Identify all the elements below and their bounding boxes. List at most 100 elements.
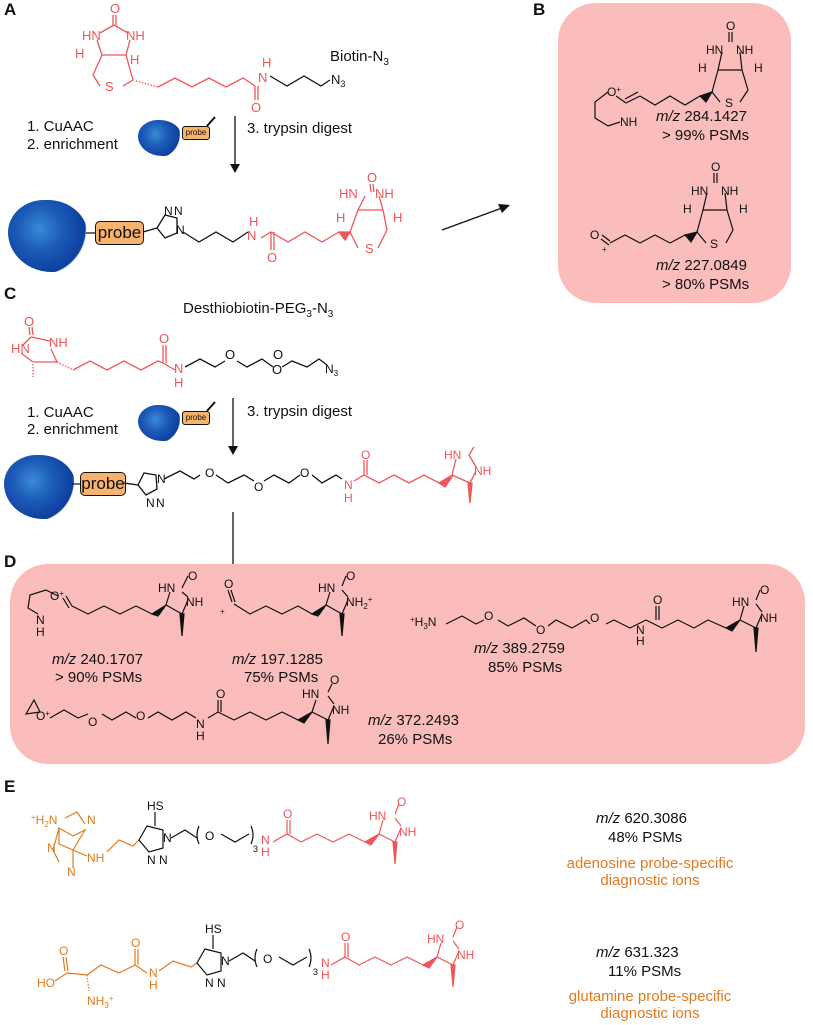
atom-o: O bbox=[361, 448, 370, 462]
atom-o: O bbox=[536, 623, 545, 637]
atom-n: N bbox=[205, 976, 214, 990]
atom-o: O bbox=[110, 1, 120, 16]
atom-nh: NH bbox=[474, 464, 491, 478]
atom-n: N bbox=[221, 954, 230, 968]
atom-o: O bbox=[251, 100, 261, 115]
atom-o: O bbox=[273, 347, 283, 362]
atom-h: H bbox=[196, 729, 205, 743]
atom-o: O bbox=[224, 577, 233, 591]
atom-h: H bbox=[321, 968, 330, 982]
atom-h: H bbox=[336, 210, 345, 225]
probe-tag-small: probe bbox=[182, 411, 210, 425]
atom-n: N bbox=[247, 228, 256, 243]
atom-h: H bbox=[130, 52, 139, 67]
panel-b-box bbox=[558, 3, 791, 303]
atom-o: O bbox=[367, 170, 377, 185]
desthiobiotin-peg3-n3-structure: O HN NH O N H O O O N3 bbox=[11, 314, 339, 390]
step-trypsin-a: 3. trypsin digest bbox=[247, 120, 353, 137]
probe-tag: probe bbox=[80, 472, 126, 496]
arrow-down-c bbox=[228, 398, 238, 455]
atom-hn: HN bbox=[318, 581, 335, 595]
ion-psm-284: > 99% PSMs bbox=[662, 127, 750, 144]
atom-n: N bbox=[636, 623, 645, 637]
atom-h: H bbox=[344, 491, 353, 505]
protein-icon bbox=[4, 455, 76, 519]
atom-hn: HN bbox=[82, 28, 101, 43]
ion-psm-631: 11% PSMs bbox=[608, 963, 682, 980]
panel-label-e: E bbox=[4, 777, 16, 796]
atom-nh: NH bbox=[760, 611, 777, 625]
protein-icon-small bbox=[138, 120, 182, 156]
ion-psm-240: > 90% PSMs bbox=[55, 669, 143, 686]
step-enrichment-c: 2. enrichment bbox=[27, 421, 118, 438]
atom-hn: HN bbox=[732, 595, 749, 609]
atom-nh: NH bbox=[399, 825, 416, 839]
adenosine-probe-ion-structure: +H2N N N N NH HS N N N O 3 N H O O HN NH bbox=[31, 795, 416, 879]
atom-nh: NH bbox=[375, 186, 394, 201]
atom-hn: HN bbox=[369, 809, 386, 823]
atom-h: H bbox=[149, 978, 158, 992]
atom-o: O bbox=[341, 930, 350, 944]
atom-ho: HO bbox=[37, 976, 55, 990]
atom-hn: HN bbox=[691, 184, 708, 198]
repeat-count: 3 bbox=[253, 844, 258, 854]
atom-hn: HN bbox=[11, 341, 30, 356]
atom-n: N bbox=[196, 717, 205, 731]
atom-o: O bbox=[131, 936, 140, 950]
atom-n: N bbox=[261, 833, 270, 847]
probe-tag-small: probe bbox=[182, 126, 210, 140]
atom-o: O bbox=[283, 807, 292, 821]
charge-plus: + bbox=[220, 607, 225, 616]
atom-h: H bbox=[36, 625, 45, 639]
atom-n: N bbox=[176, 223, 185, 237]
atom-nh: NH bbox=[186, 595, 203, 609]
atom-o: O bbox=[225, 347, 235, 362]
atom-h: H bbox=[683, 202, 692, 216]
atom-o: O bbox=[254, 480, 263, 494]
ion-mz-284: m/z 284.1427 bbox=[656, 108, 747, 125]
atom-n3: N3 bbox=[331, 72, 345, 89]
compound-name-biotin-n3: Biotin-N3 bbox=[330, 48, 389, 68]
step-enrichment-a: 2. enrichment bbox=[27, 136, 118, 153]
atom-n: N bbox=[174, 361, 183, 376]
ion-psm-620: 48% PSMs bbox=[608, 829, 683, 846]
ion-197-structure: O + O HN NH2+ bbox=[220, 569, 373, 637]
atom-h3n-plus: +H3N bbox=[410, 615, 436, 631]
atom-o-plus: O+ bbox=[50, 589, 64, 603]
step-cuaac-a: 1. CuAAC bbox=[27, 118, 94, 135]
atom-h: H bbox=[262, 55, 271, 70]
atom-o: O bbox=[590, 611, 599, 625]
atom-nh: NH bbox=[126, 28, 145, 43]
atom-o: O bbox=[455, 918, 464, 932]
ion-240-structure: O+ N H O HN NH bbox=[27, 569, 203, 639]
ion-mz-197: m/z 197.1285 bbox=[232, 651, 323, 668]
atom-o-plus: O+ bbox=[607, 85, 621, 99]
atom-hn: HN bbox=[158, 581, 175, 595]
atom-o: O bbox=[330, 673, 339, 687]
atom-n: N bbox=[47, 841, 56, 855]
atom-h: H bbox=[754, 61, 763, 75]
atom-o: O bbox=[653, 593, 662, 607]
panel-label-b: B bbox=[533, 0, 546, 19]
atom-h: H bbox=[393, 210, 402, 225]
ion-227-structure: O + O HN NH H H S bbox=[590, 160, 748, 254]
atom-o: O bbox=[205, 466, 214, 480]
ion-372-structure: O+ O O N H O O HN NH bbox=[24, 673, 349, 745]
atom-hn: HN bbox=[427, 932, 444, 946]
ion-mz-620: m/z 620.3086 bbox=[596, 810, 687, 827]
atom-nh: NH bbox=[736, 43, 753, 57]
atom-n: N bbox=[67, 865, 76, 879]
atom-hn: HN bbox=[302, 687, 319, 701]
atom-n: N bbox=[146, 496, 155, 510]
atom-n: N bbox=[149, 966, 158, 980]
atom-nh: NH bbox=[457, 948, 474, 962]
atom-nh: NH bbox=[332, 703, 349, 717]
atom-o: O bbox=[711, 160, 720, 174]
panel-d-box bbox=[10, 564, 805, 764]
ion-mz-372: m/z 372.2493 bbox=[368, 712, 459, 729]
atom-n: N bbox=[164, 204, 173, 218]
atom-s: S bbox=[725, 96, 733, 110]
atom-h: H bbox=[249, 214, 258, 229]
atom-o: O bbox=[484, 609, 493, 623]
ion-mz-240: m/z 240.1707 bbox=[52, 651, 143, 668]
